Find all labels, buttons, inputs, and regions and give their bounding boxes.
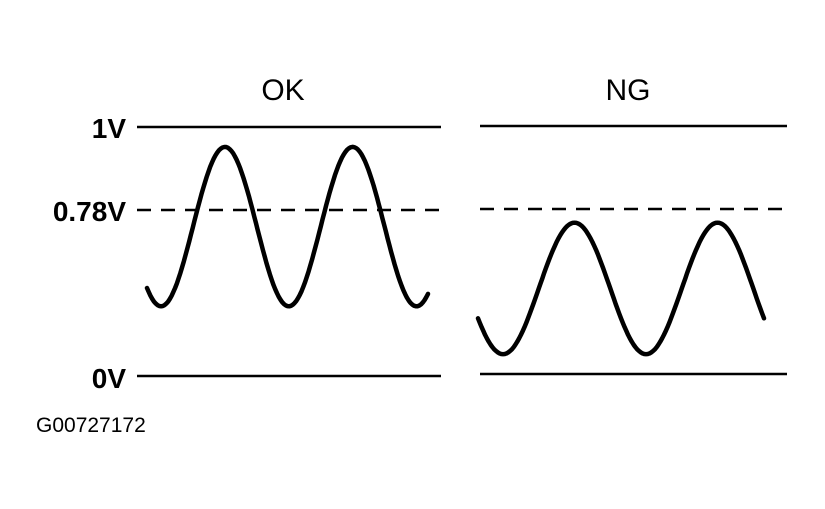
ok-waveform: [144, 144, 431, 309]
panel-ng-title: NG: [606, 74, 651, 107]
level-0v-label: 0V: [92, 363, 127, 394]
level-1v-label: 1V: [92, 113, 127, 144]
figure-id: G00727172: [36, 414, 146, 437]
ng-waveform: [475, 220, 767, 357]
level-078v-label: 0.78V: [53, 196, 126, 227]
panel-ok-title: OK: [261, 74, 304, 107]
